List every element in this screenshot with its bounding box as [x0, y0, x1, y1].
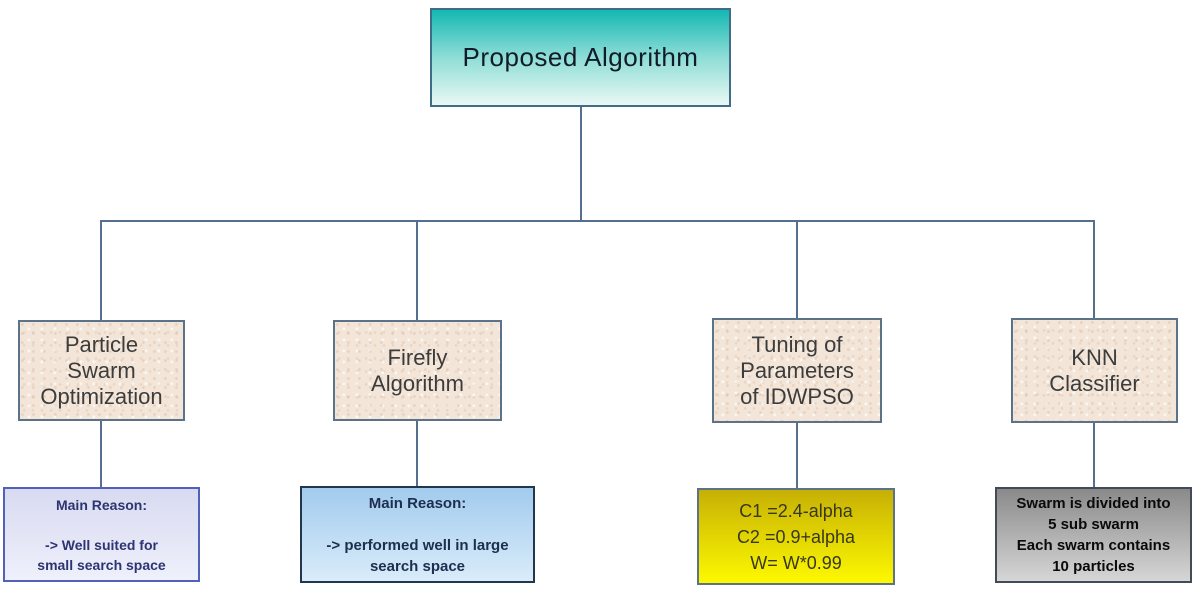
detail-line: Main Reason:	[55, 496, 147, 513]
connector-root-stub	[580, 107, 582, 222]
connector-detail-pso	[100, 421, 102, 487]
detail-line: -> performed well in large	[326, 536, 509, 554]
detail-line: search space	[369, 557, 466, 575]
node-label-line: Tuning of	[751, 331, 843, 357]
node-knn-classifier: KNN Classifier	[1011, 318, 1178, 423]
connector-detail-firefly	[416, 421, 418, 486]
connector-drop-pso	[100, 222, 102, 320]
detail-line: Each swarm contains	[1016, 537, 1171, 554]
detail-line: W= W*0.99	[750, 552, 842, 573]
connector-drop-tuning	[796, 222, 798, 318]
detail-box-pso-main-reason: Main Reason: -> Well suited for small se…	[3, 487, 200, 582]
root-node-proposed-algorithm: Proposed Algorithm	[430, 8, 731, 107]
connector-drop-knn	[1093, 222, 1095, 318]
node-label-line: Firefly	[387, 344, 448, 370]
detail-line: 10 particles	[1052, 558, 1135, 575]
node-label-line: Swarm	[67, 357, 136, 383]
detail-line: C1 =2.4-alpha	[739, 500, 853, 521]
detail-box-knn-swarm-division: Swarm is divided into 5 sub swarm Each s…	[995, 487, 1192, 583]
node-label-line: KNN	[1071, 344, 1118, 370]
detail-line: 5 sub swarm	[1048, 516, 1139, 533]
detail-line: small search space	[37, 556, 166, 573]
node-label-line: Parameters	[740, 357, 854, 383]
node-label-line: Particle	[64, 331, 139, 357]
node-tuning-of-parameters-of-idwpso: Tuning of Parameters of IDWPSO	[712, 318, 882, 423]
detail-box-firefly-main-reason: Main Reason: -> performed well in large …	[300, 486, 535, 583]
node-firefly-algorithm: Firefly Algorithm	[333, 320, 502, 421]
detail-line: Swarm is divided into	[1016, 495, 1171, 512]
node-label-line: Algorithm	[371, 370, 464, 396]
detail-line: Main Reason:	[368, 494, 467, 512]
root-node-label: Proposed Algorithm	[462, 42, 699, 72]
node-label-line: Classifier	[1049, 370, 1140, 396]
detail-box-tuning-parameters: C1 =2.4-alpha C2 =0.9+alpha W= W*0.99	[697, 488, 895, 585]
connector-drop-firefly	[416, 222, 418, 320]
node-label-line: of IDWPSO	[740, 383, 854, 409]
detail-line: C2 =0.9+alpha	[736, 526, 856, 547]
connector-detail-tuning	[796, 423, 798, 488]
node-particle-swarm-optimization: Particle Swarm Optimization	[18, 320, 185, 421]
connector-main-horizontal	[100, 220, 1095, 222]
connector-detail-knn	[1093, 423, 1095, 487]
detail-line: -> Well suited for	[45, 536, 158, 553]
node-label-line: Optimization	[40, 383, 163, 409]
